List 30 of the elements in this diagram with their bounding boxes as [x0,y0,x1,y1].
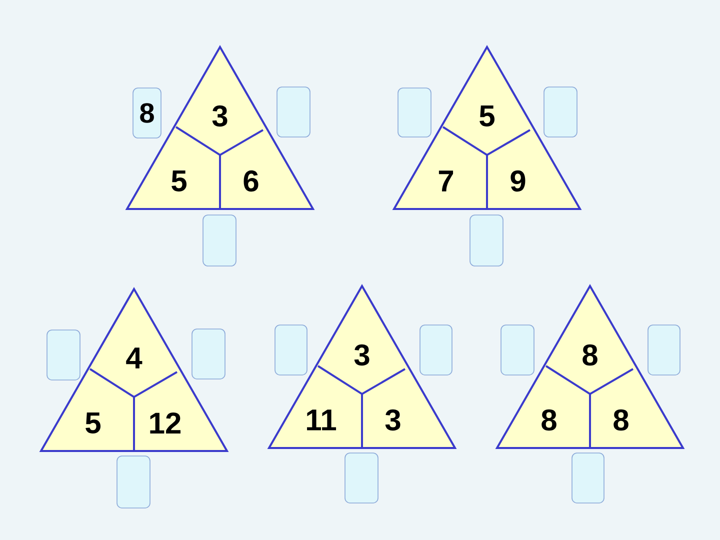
answer-box [274,324,308,376]
number: 11 [307,410,336,430]
answer-box [500,324,534,376]
answer-box [398,88,432,138]
number: 8 [614,409,628,431]
answer-box [648,324,680,376]
number: 3 [385,409,400,431]
number: 5 [86,412,101,434]
number: 4 [126,348,142,368]
number: 7 [438,170,454,192]
number: 5 [480,106,495,126]
answer-box [202,214,236,266]
number: 8 [542,409,556,431]
answer-box: 8 [132,88,162,138]
number: 5 [172,170,187,192]
answer-box [420,324,452,376]
number: 3 [212,105,228,127]
answer-box [572,452,604,504]
answer-box [344,452,378,504]
answer-box [192,328,226,380]
answer-box [470,214,504,266]
answer-box [544,86,578,138]
answer-box [116,456,150,508]
answer-box [46,330,80,380]
number: 8 [582,344,598,366]
number: 9 [510,170,526,192]
number: 12 [150,412,180,434]
number: 6 [244,170,258,192]
answer-box [276,86,310,138]
number: 3 [354,344,370,366]
